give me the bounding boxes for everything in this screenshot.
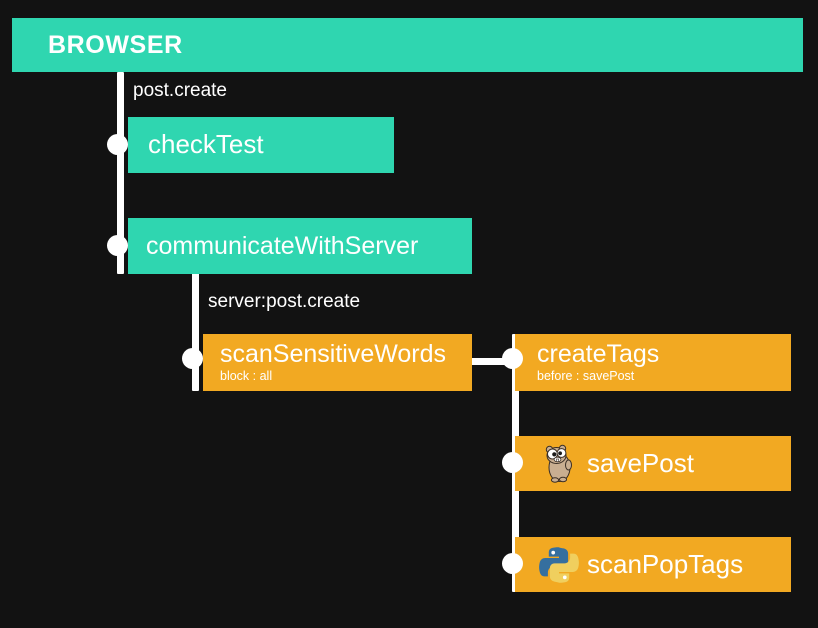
node-title-createTags: createTags (537, 340, 660, 368)
node-communicateWithServer[interactable]: communicateWithServer (128, 218, 472, 274)
connector-dot-savePost (502, 452, 523, 473)
node-scanPopTags[interactable]: scanPopTags (515, 537, 791, 592)
connector-trunk-server (192, 273, 199, 391)
connector-dot-createTags (502, 348, 523, 369)
go-gopher-icon (537, 442, 581, 486)
node-savePost[interactable]: savePost (515, 436, 791, 491)
python-logo-icon (537, 543, 581, 587)
node-title-scanSensitiveWords: scanSensitiveWords (220, 340, 447, 368)
connector-dot-checkTest (107, 134, 128, 155)
node-title-scanPopTags: scanPopTags (587, 548, 744, 579)
connector-trunk-root (117, 72, 124, 274)
connector-dot-scanSensitiveWords (182, 348, 203, 369)
node-title-checkTest: checkTest (148, 129, 264, 160)
connector-dot-scanPopTags (502, 553, 523, 574)
browser-header-bar: BROWSER (12, 18, 803, 72)
edge-label-server-event: server:post.create (208, 291, 361, 312)
node-scanSensitiveWords[interactable]: scanSensitiveWords block : all (203, 334, 472, 391)
node-createTags[interactable]: createTags before : savePost (515, 334, 791, 391)
node-subtitle-scanSensitiveWords: block : all (220, 369, 273, 384)
page-title: BROWSER (48, 30, 183, 59)
node-subtitle-createTags: before : savePost (537, 369, 635, 384)
node-title-communicateWithServer: communicateWithServer (146, 231, 419, 260)
node-checkTest[interactable]: checkTest (128, 117, 394, 173)
connector-scan-to-createtags (468, 358, 524, 365)
node-title-savePost: savePost (587, 447, 694, 478)
connector-dot-communicateWithServer (107, 235, 128, 256)
edge-label-root-event: post.create (133, 80, 227, 101)
